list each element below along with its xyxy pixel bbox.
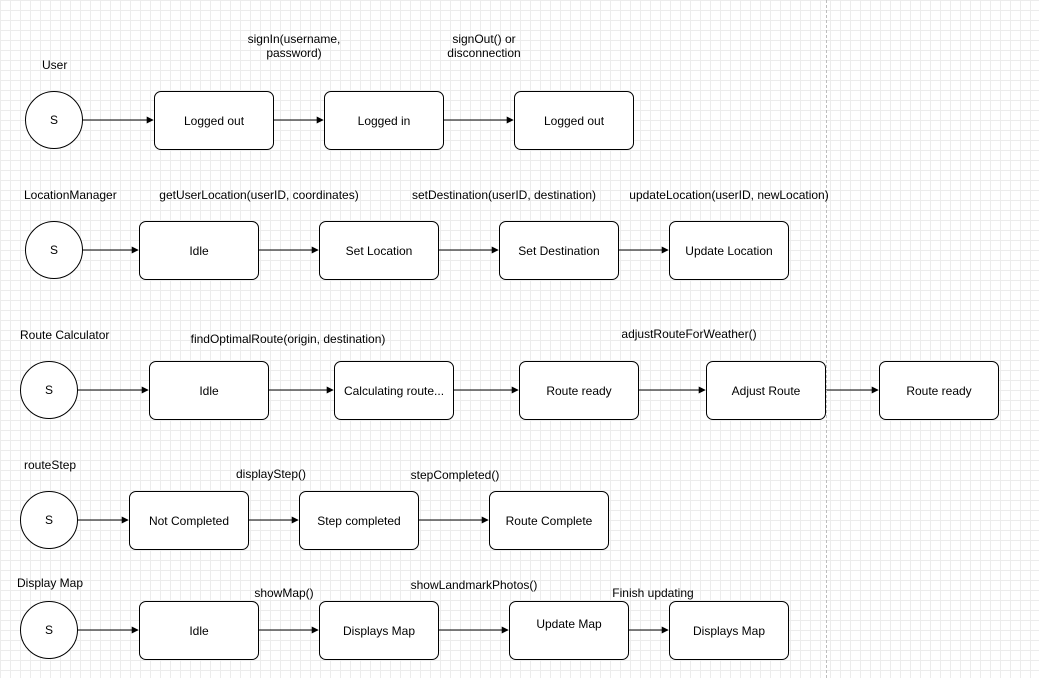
- start-node-user[interactable]: S: [25, 91, 83, 149]
- transition-label-line: stepCompleted(): [410, 468, 500, 482]
- transition-label-line: showLandmarkPhotos(): [410, 578, 538, 592]
- transition-label-line: signIn(username,: [247, 32, 341, 46]
- transition-label-line: showMap(): [254, 586, 314, 600]
- start-node-route-step[interactable]: S: [20, 491, 78, 549]
- transition-label-line: setDestination(userID, destination): [411, 188, 597, 202]
- transition-label-line: updateLocation(userID, newLocation): [629, 188, 829, 202]
- transition-label-line: adjustRouteForWeather(): [621, 327, 757, 341]
- transition-label-line: findOptimalRoute(origin, destination): [190, 332, 386, 346]
- start-node-location-manager[interactable]: S: [25, 221, 83, 279]
- transition-label-line: signOut() or: [452, 32, 516, 46]
- transition-label-location-manager-3: setDestination(userID, destination): [412, 188, 596, 202]
- transition-label-line: password): [266, 46, 322, 60]
- state-display-map-2[interactable]: Displays Map: [319, 601, 439, 660]
- transition-label-route-calculator-4: adjustRouteForWeather(): [621, 327, 756, 341]
- lane-label-display-map: Display Map: [17, 576, 84, 590]
- state-route-calculator-2[interactable]: Calculating route...: [334, 361, 454, 420]
- state-location-manager-1[interactable]: Idle: [139, 221, 259, 280]
- lane-label-route-calculator: Route Calculator: [20, 328, 110, 342]
- transition-label-user-2: signIn(username,password): [248, 32, 341, 60]
- state-location-manager-4[interactable]: Update Location: [669, 221, 789, 280]
- state-display-map-4[interactable]: Displays Map: [669, 601, 789, 660]
- state-route-calculator-1[interactable]: Idle: [149, 361, 269, 420]
- transition-label-line: Finish updating: [612, 586, 694, 600]
- state-display-map-3[interactable]: Update Map: [509, 601, 629, 660]
- transition-label-display-map-3: showLandmarkPhotos(): [411, 578, 538, 592]
- lane-label-route-step: routeStep: [24, 458, 77, 472]
- state-user-2[interactable]: Logged in: [324, 91, 444, 150]
- state-route-step-3[interactable]: Route Complete: [489, 491, 609, 550]
- transition-label-line: displayStep(): [235, 467, 307, 481]
- state-display-map-1[interactable]: Idle: [139, 601, 259, 660]
- start-node-route-calculator[interactable]: S: [20, 361, 78, 419]
- transition-label-route-step-2: displayStep(): [236, 467, 306, 481]
- lane-label-user: User: [42, 58, 68, 72]
- state-location-manager-3[interactable]: Set Destination: [499, 221, 619, 280]
- transition-label-location-manager-2: getUserLocation(userID, coordinates): [159, 188, 358, 202]
- transition-label-display-map-4: Finish updating: [612, 586, 693, 600]
- state-user-3[interactable]: Logged out: [514, 91, 634, 150]
- state-route-calculator-3[interactable]: Route ready: [519, 361, 639, 420]
- state-route-step-1[interactable]: Not Completed: [129, 491, 249, 550]
- transition-label-display-map-2: showMap(): [254, 586, 313, 600]
- transition-label-line: disconnection: [447, 46, 521, 60]
- state-user-1[interactable]: Logged out: [154, 91, 274, 150]
- transition-label-route-calculator-2: findOptimalRoute(origin, destination): [191, 332, 386, 346]
- page-divider: [826, 0, 827, 678]
- transition-label-route-step-3: stepCompleted(): [411, 468, 500, 482]
- state-route-step-2[interactable]: Step completed: [299, 491, 419, 550]
- transition-label-location-manager-4: updateLocation(userID, newLocation): [629, 188, 828, 202]
- state-location-manager-2[interactable]: Set Location: [319, 221, 439, 280]
- state-route-calculator-4[interactable]: Adjust Route: [706, 361, 826, 420]
- transition-label-line: getUserLocation(userID, coordinates): [159, 188, 359, 202]
- start-node-display-map[interactable]: S: [20, 601, 78, 659]
- state-route-calculator-5[interactable]: Route ready: [879, 361, 999, 420]
- lane-label-location-manager: LocationManager: [24, 188, 117, 202]
